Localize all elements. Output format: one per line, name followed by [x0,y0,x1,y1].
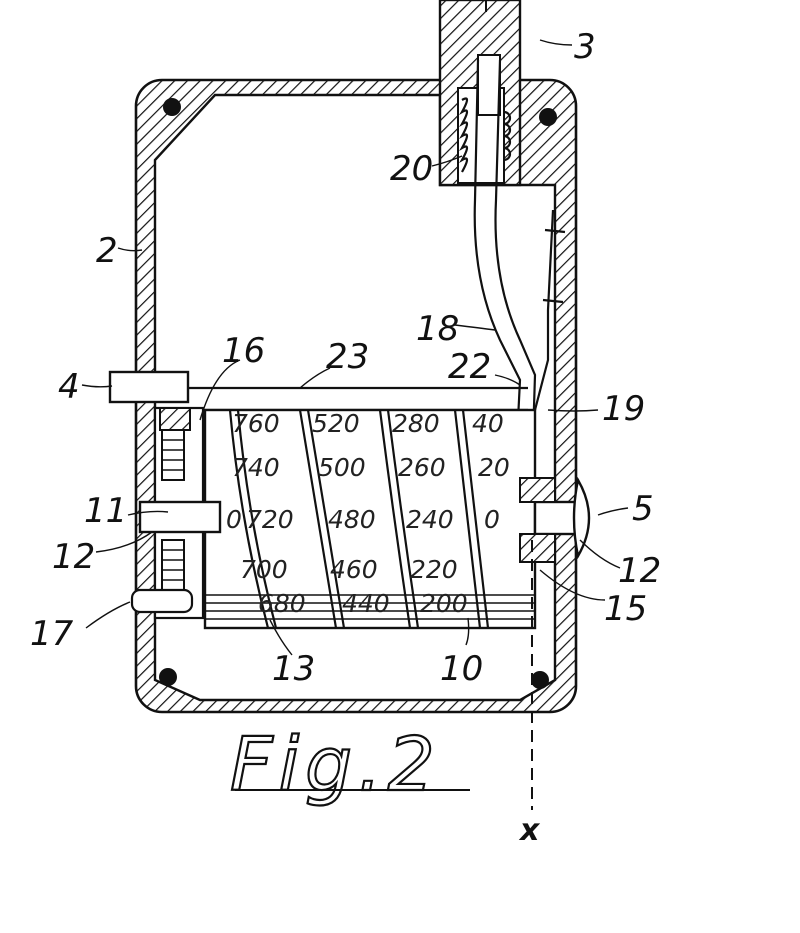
figure-caption: Fig.2 [230,722,441,808]
bolt-hole-bottom-left [159,668,177,686]
scale-r2-c4: 20 [478,453,510,482]
axle [138,500,222,534]
bolt-hole-bottom-right [531,671,549,689]
scale-r2-c1: 740 [232,453,280,482]
numeral-19: 19 [602,389,645,429]
bolt-hole-top-left [163,98,181,116]
numeral-5: 5 [632,489,654,529]
numeral-11: 11 [84,491,127,531]
section-mark: x [518,813,541,848]
bolt-hole-top-right [539,108,557,126]
scale-r3-c2: 480 [328,505,376,534]
scale-r1-c2: 520 [312,409,360,438]
leader-lines [81,39,629,656]
numeral-16: 16 [222,331,265,371]
numeral-12-left: 12 [52,537,95,577]
scale-r1-c4: 40 [472,409,504,438]
numeral-20: 20 [390,149,433,189]
scale-r2-c3: 260 [398,453,446,482]
numeral-22: 22 [448,347,491,387]
scale-drum: 760 520 280 40 740 500 260 20 0 720 480 … [203,408,537,630]
scale-r5-c1: 680 [258,589,306,618]
scale-r5-c2: 440 [342,589,390,618]
plunger-rod [473,59,537,521]
pin [130,588,194,614]
numeral-17: 17 [30,614,74,654]
guide-wire [533,209,566,411]
scale-r5-c3: 200 [420,589,468,618]
scale-r3-c4: 0 [484,505,500,534]
scale-r3-c1: 720 [246,505,294,534]
scale-r4-c3: 220 [410,555,458,584]
scale-r4-c1: 700 [240,555,288,584]
numeral-12-right: 12 [618,551,661,591]
numeral-23: 23 [326,337,369,377]
numeral-2: 2 [96,231,118,271]
scale-r1-c3: 280 [392,409,440,438]
spring [459,97,512,173]
scale-r2-c2: 500 [318,453,366,482]
scale-r1-c1: 760 [232,409,280,438]
numeral-3: 3 [574,27,596,67]
section-line [485,0,533,810]
numeral-15: 15 [604,589,647,629]
scale-r4-c2: 460 [330,555,378,584]
numeral-13: 13 [272,649,315,689]
numeral-18: 18 [416,309,459,349]
knob-left [108,370,190,404]
numeral-4: 4 [58,367,80,407]
scale-r3-c0: 0 [226,505,242,534]
scale-r3-c3: 240 [406,505,454,534]
knob-right [519,476,591,563]
numeral-10: 10 [440,649,483,689]
